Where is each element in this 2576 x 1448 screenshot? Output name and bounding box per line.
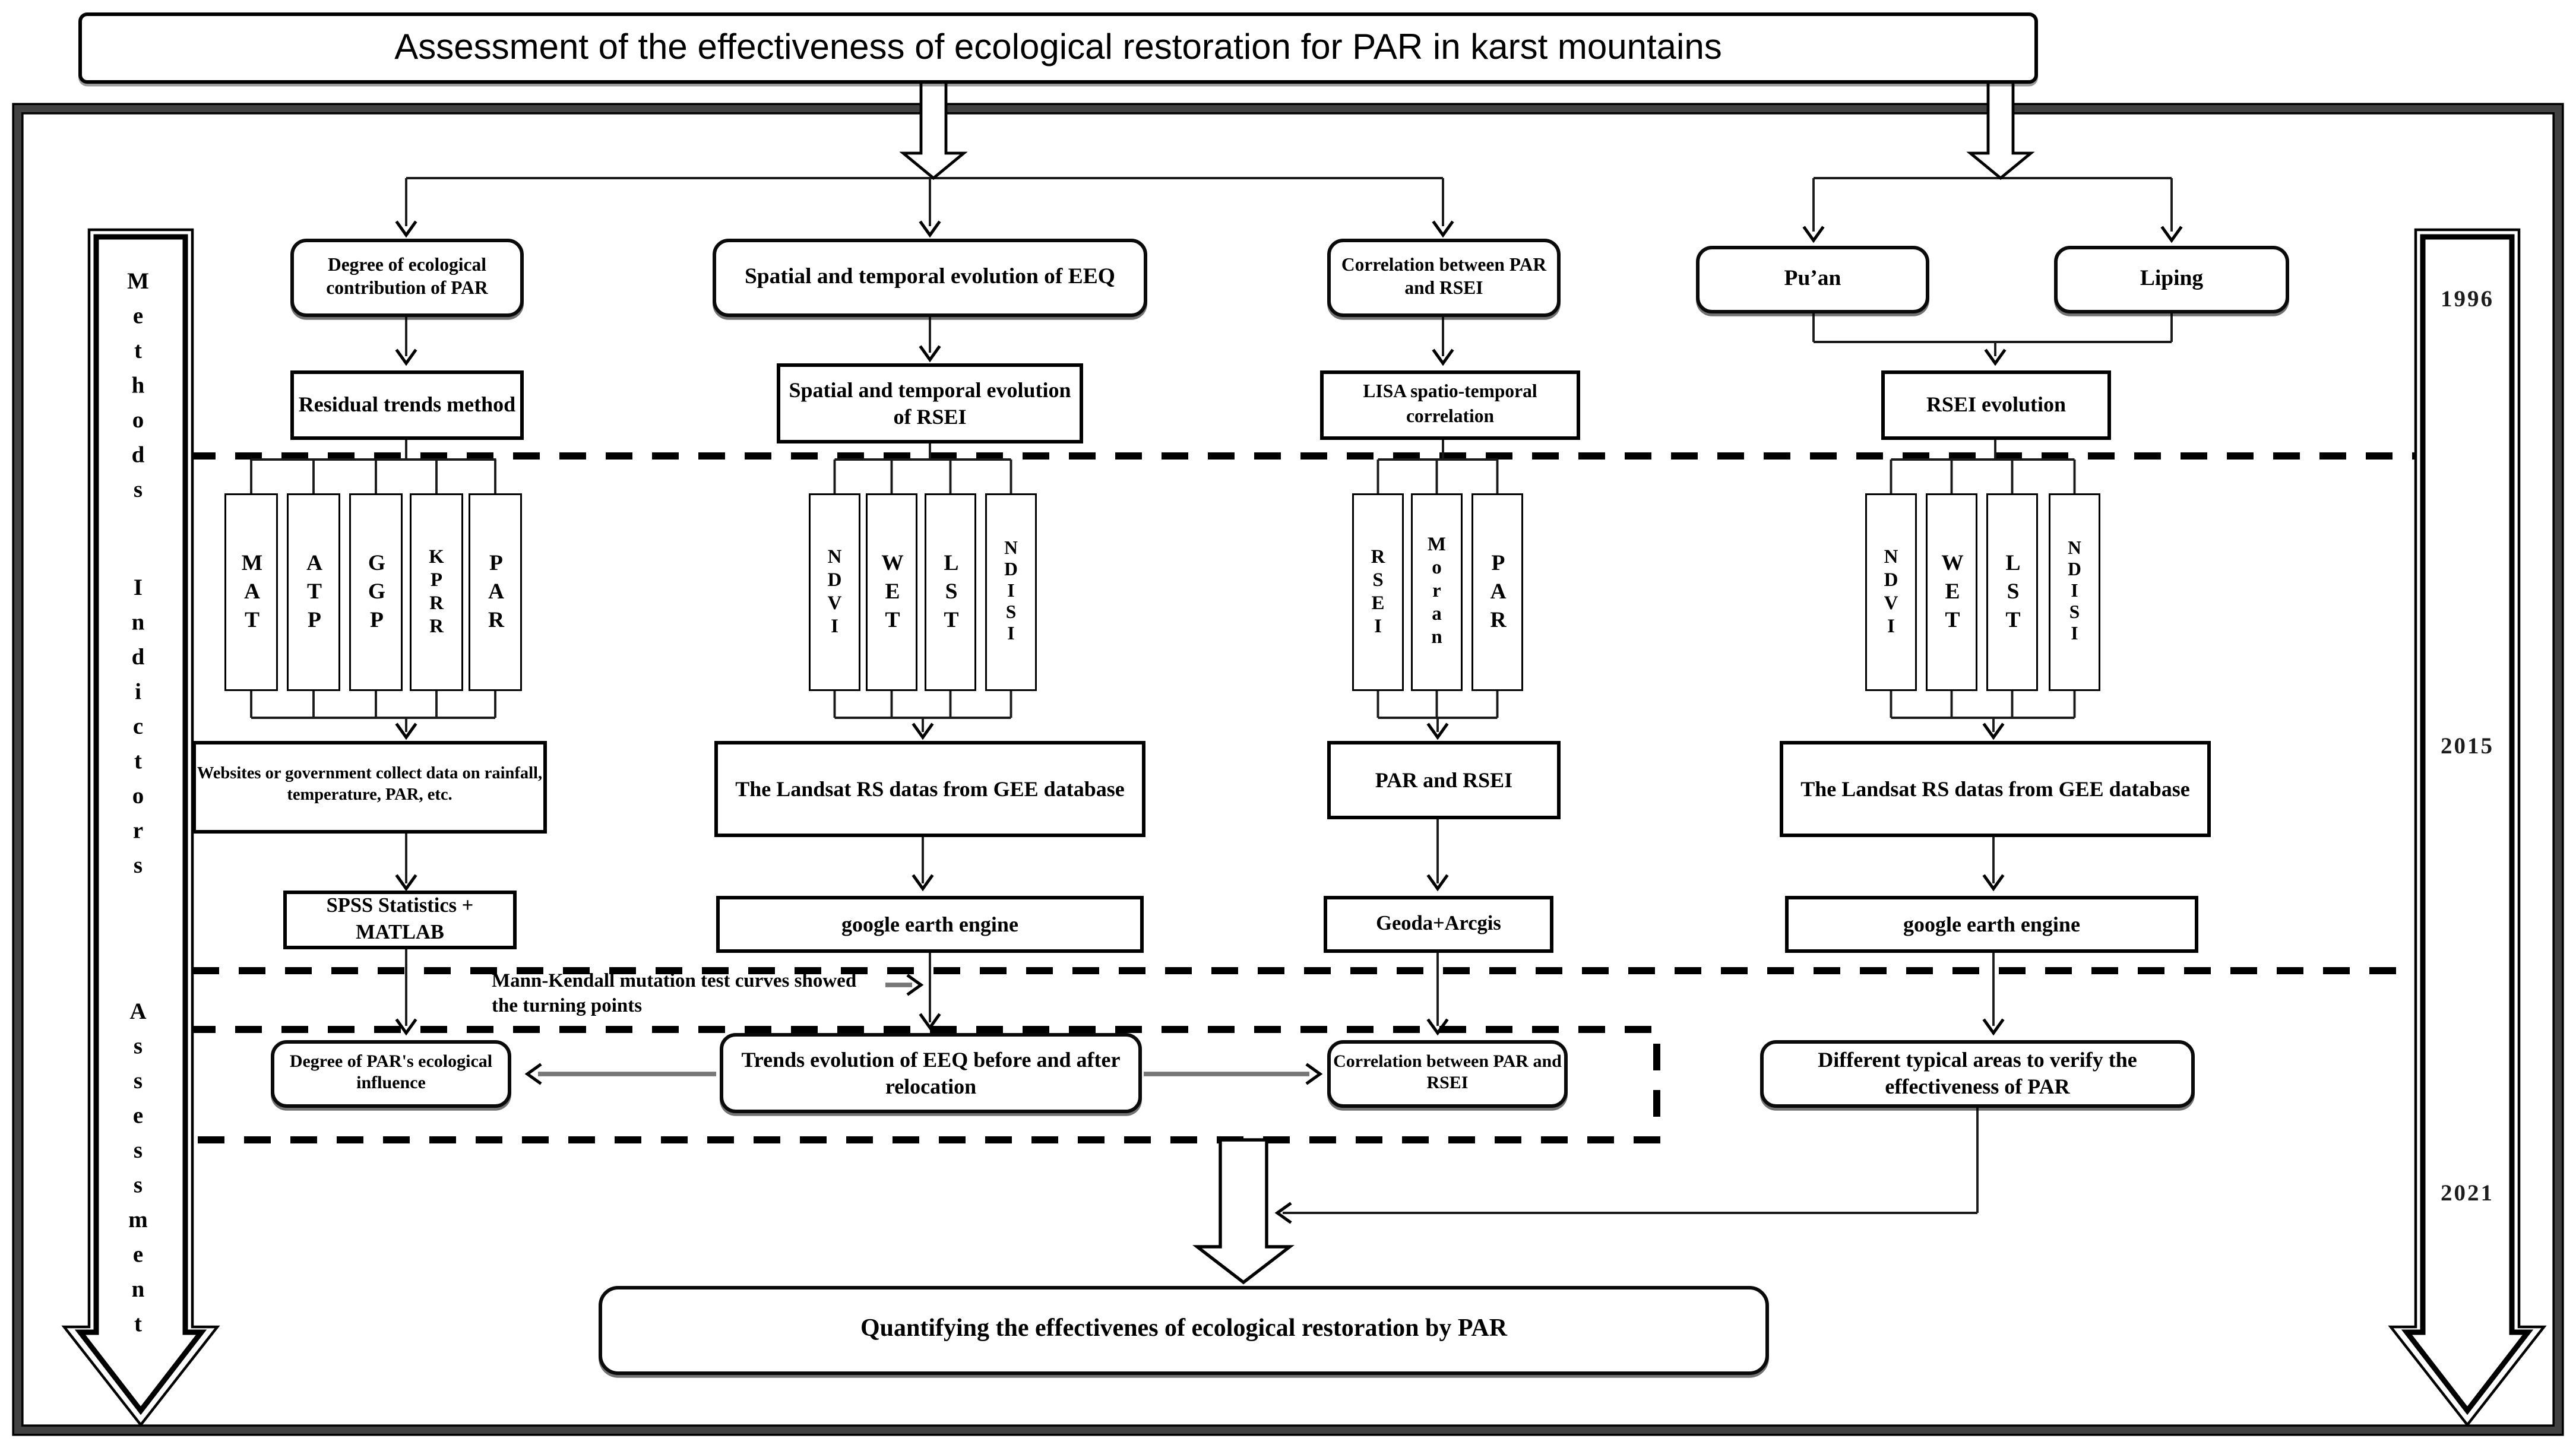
indicator-mat: MAT — [224, 493, 278, 691]
indicator-rsei: RSEI — [1352, 493, 1404, 691]
left-arrow-label-assessment: Assessment — [125, 997, 151, 1345]
result-correlation-par-rsei: Correlation between PAR and RSEI — [1327, 1040, 1568, 1108]
method-residual-trends: Residual trends method — [290, 370, 524, 440]
tool-geoda-arcgis: Geoda+Arcgis — [1324, 896, 1553, 953]
title-down-arrow-left — [899, 80, 968, 180]
tool-gee-col2: google earth engine — [716, 896, 1144, 953]
tool-spss-matlab: SPSS Statistics + MATLAB — [283, 891, 517, 949]
method-rsei-evolution-areas: RSEI evolution — [1881, 370, 2111, 440]
result-trends-eeq: Trends evolution of EEQ before and after… — [720, 1033, 1142, 1113]
indicator-ndvi-col4: NDVI — [1865, 493, 1917, 691]
result-degree-par-influence: Degree of PAR's ecological influence — [271, 1040, 511, 1108]
indicator-ggp: GGP — [349, 493, 403, 691]
left-arrow-label-methods: Methods — [125, 267, 151, 511]
title-down-arrow-right — [1966, 80, 2035, 180]
page-title: Assessment of the effectiveness of ecolo… — [78, 12, 2038, 84]
connector-segments — [250, 177, 2173, 1214]
conclusion-box: Quantifying the effectivenes of ecologic… — [599, 1286, 1769, 1375]
goal-correlation: Correlation between PAR and RSEI — [1327, 239, 1561, 317]
tool-gee-col4: google earth engine — [1785, 896, 2198, 953]
method-lisa-correlation: LISA spatio-temporal correlation — [1320, 370, 1580, 440]
data-landsat-gee-col2: The Landsat RS datas from GEE database — [714, 741, 1145, 837]
indicator-lst-col4: LST — [1986, 493, 2038, 691]
left-block-arrow — [61, 228, 220, 1427]
year-2021: 2021 — [2441, 1179, 2494, 1206]
indicator-par: PAR — [469, 493, 522, 691]
indicator-wet: WET — [866, 493, 917, 691]
year-1996: 1996 — [2441, 285, 2494, 312]
result-typical-areas-verify: Different typical areas to verify the ef… — [1760, 1040, 2195, 1108]
indicator-ndisi-col4: NDISI — [2049, 493, 2100, 691]
indicator-ndvi: NDVI — [809, 493, 860, 691]
conclusion-down-arrow — [1192, 1138, 1295, 1285]
area-liping: Liping — [2054, 246, 2289, 313]
data-websites-government: Websites or government collect data on r… — [192, 741, 547, 834]
indicator-kprr: KPRR — [410, 493, 463, 691]
right-block-arrow — [2388, 228, 2547, 1427]
year-2015: 2015 — [2441, 732, 2494, 759]
indicator-wet-col4: WET — [1926, 493, 1977, 691]
data-landsat-gee-col4: The Landsat RS datas from GEE database — [1780, 741, 2211, 837]
indicator-moran: Moran — [1411, 493, 1463, 691]
gray-arrow-shafts — [538, 983, 1309, 1076]
method-rsei-evolution: Spatial and temporal evolution of RSEI — [777, 363, 1083, 443]
indicator-atp: ATP — [287, 493, 340, 691]
arrowheads — [395, 220, 2183, 1224]
goal-degree-contribution: Degree of ecological contribution of PAR — [290, 239, 524, 317]
area-puan: Pu’an — [1696, 246, 1929, 313]
left-arrow-label-indictors: Indictors — [125, 574, 151, 886]
data-par-rsei: PAR and RSEI — [1327, 741, 1561, 819]
goal-eeq-evolution: Spatial and temporal evolution of EEQ — [713, 239, 1147, 317]
indicator-lst: LST — [925, 493, 976, 691]
indicator-ndisi: NDISI — [985, 493, 1037, 691]
indicator-par-col3: PAR — [1471, 493, 1523, 691]
mann-kendall-note: Mann-Kendall mutation test curves showed… — [492, 971, 857, 1016]
